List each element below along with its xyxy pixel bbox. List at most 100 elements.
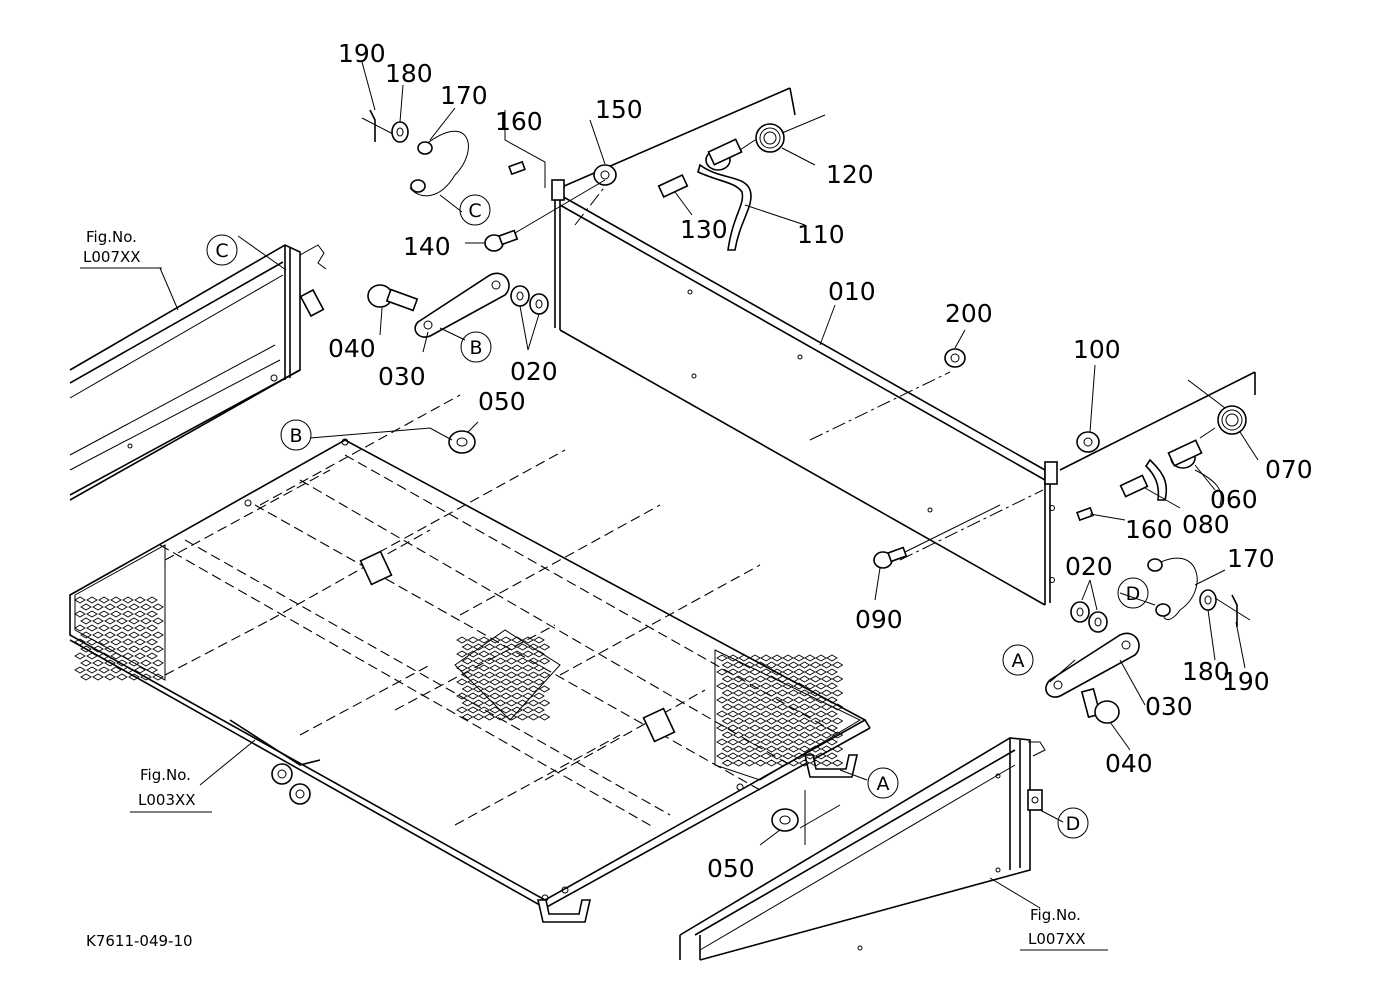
checker-diamond <box>809 745 822 753</box>
checker-diamond <box>134 652 146 660</box>
checker-pattern-center <box>454 629 561 721</box>
link-030-right <box>1045 632 1140 698</box>
checker-diamond <box>110 596 122 604</box>
callout-180-top: 180 <box>385 59 433 88</box>
checker-diamond <box>820 703 833 711</box>
checker-diamond <box>776 731 789 739</box>
bolt-090 <box>873 546 908 569</box>
callout-080: 080 <box>1182 510 1230 539</box>
checker-diamond <box>732 661 745 669</box>
checker-diamond <box>776 703 789 711</box>
checker-diamond <box>146 610 158 618</box>
checker-diamond <box>500 678 512 686</box>
checker-diamond <box>765 661 778 669</box>
checker-diamond <box>456 678 468 686</box>
checker-diamond <box>483 643 496 651</box>
leader-lines <box>159 61 1259 909</box>
checker-diamond <box>522 692 534 700</box>
checker-diamond <box>522 678 534 686</box>
checker-diamond <box>793 752 805 760</box>
checker-diamond <box>86 596 98 604</box>
checker-diamond <box>80 631 92 639</box>
checker-diamond <box>765 689 778 697</box>
checker-diamond <box>483 685 496 693</box>
checker-diamond <box>721 675 734 683</box>
checker-diamond <box>760 654 772 662</box>
checker-diamond <box>831 745 844 753</box>
checker-diamond <box>483 657 496 665</box>
checker-diamond <box>738 724 750 732</box>
checker-diamond <box>511 678 523 686</box>
checker-diamond <box>516 643 529 651</box>
checker-diamond <box>738 710 750 718</box>
checker-diamond <box>116 617 128 625</box>
checker-diamond <box>804 710 816 718</box>
checker-diamond <box>771 738 783 746</box>
checker-diamond <box>776 689 789 697</box>
checker-diamond <box>478 706 490 714</box>
checker-diamond <box>516 671 529 679</box>
checker-diamond <box>104 603 116 611</box>
checker-diamond <box>74 666 86 674</box>
checker-diamond <box>760 724 772 732</box>
checker-diamond <box>738 668 750 676</box>
checker-diamond <box>727 668 739 676</box>
marker-c-frame: C <box>206 234 238 266</box>
pin-170-right <box>1147 557 1198 620</box>
checker-diamond <box>467 664 479 672</box>
checker-diamond <box>505 643 518 651</box>
checker-diamond <box>140 659 152 667</box>
callout-190-right: 190 <box>1222 667 1270 696</box>
checker-diamond <box>461 713 474 721</box>
checker-diamond <box>765 759 778 767</box>
checker-diamond <box>815 668 827 676</box>
marker-a-handle: A <box>867 767 899 799</box>
checker-diamond <box>804 696 816 704</box>
checker-diamond <box>809 661 822 669</box>
svg-text:Fig.No.: Fig.No. <box>1030 906 1081 924</box>
checker-diamond <box>516 713 529 721</box>
checker-diamond <box>738 752 750 760</box>
checker-diamond <box>122 610 134 618</box>
checker-diamond <box>152 673 164 681</box>
checker-diamond <box>809 675 822 683</box>
checker-diamond <box>793 668 805 676</box>
checker-diamond <box>716 654 728 662</box>
checker-diamond <box>472 699 485 707</box>
checker-diamond <box>92 603 104 611</box>
link-030-top <box>414 272 510 338</box>
checker-diamond <box>765 717 778 725</box>
checker-diamond <box>754 745 767 753</box>
checker-diamond <box>738 696 750 704</box>
checker-diamond <box>732 717 745 725</box>
svg-text:C: C <box>468 200 481 222</box>
checker-diamond <box>92 659 104 667</box>
checker-diamond <box>146 596 158 604</box>
checker-diamond <box>104 659 116 667</box>
checker-diamond <box>738 654 750 662</box>
checker-diamond <box>140 645 152 653</box>
checker-diamond <box>727 724 739 732</box>
checker-diamond <box>86 638 98 646</box>
checker-diamond <box>467 636 479 644</box>
checker-diamond <box>787 717 800 725</box>
checker-diamond <box>798 717 811 725</box>
checker-diamond <box>472 713 485 721</box>
marker-a-bracket: A <box>1002 644 1034 676</box>
leader-140 <box>514 179 606 234</box>
checker-diamond <box>478 664 490 672</box>
checker-diamond <box>533 706 545 714</box>
checker-diamond <box>110 610 122 618</box>
checker-diamond <box>760 696 772 704</box>
checker-diamond <box>826 738 838 746</box>
checker-diamond <box>86 610 98 618</box>
checker-diamond <box>771 654 783 662</box>
marker-b-floor: B <box>280 419 312 451</box>
checker-diamond <box>116 603 128 611</box>
callout-110: 110 <box>797 220 845 249</box>
checker-diamond <box>809 689 822 697</box>
checker-diamond <box>765 675 778 683</box>
checker-diamond <box>467 650 479 658</box>
svg-text:Fig.No.: Fig.No. <box>140 766 191 784</box>
checker-diamond <box>754 675 767 683</box>
